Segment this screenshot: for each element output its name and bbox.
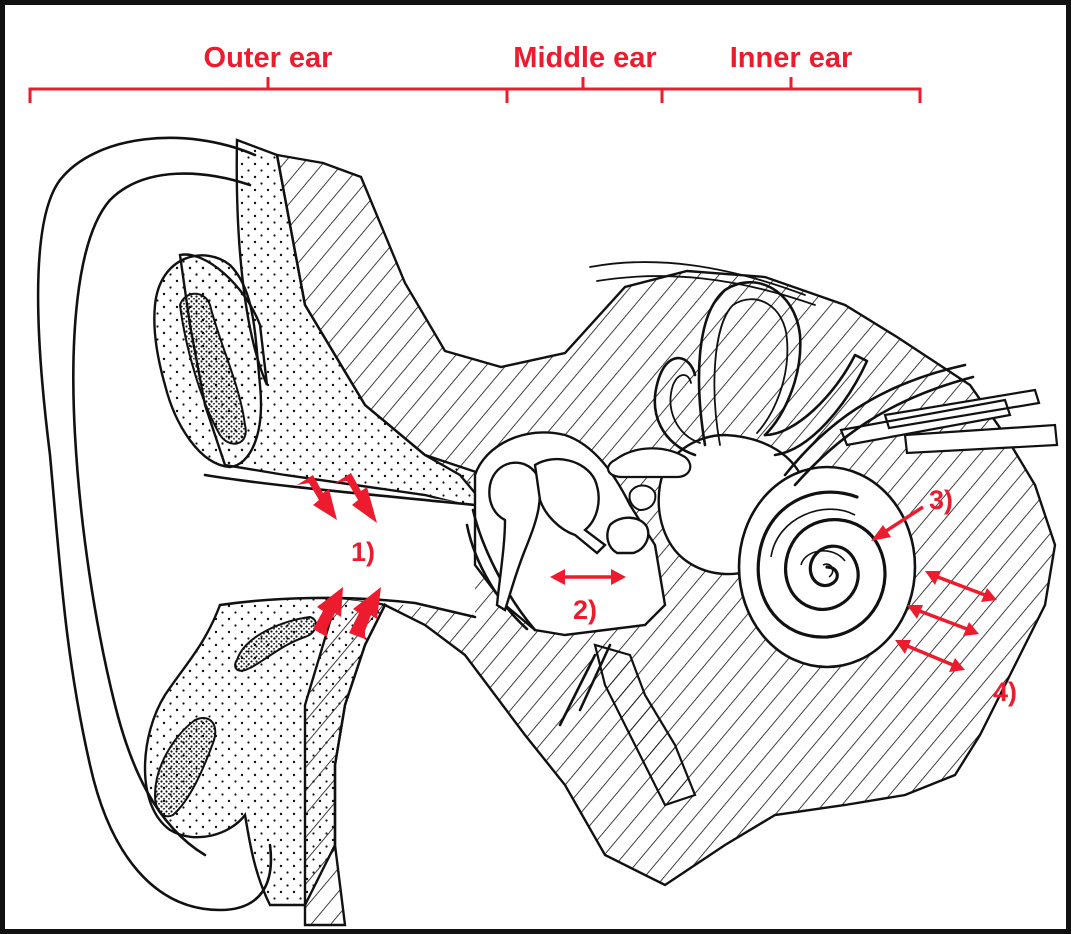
marker-4-arrows	[905, 576, 985, 665]
annotation-layer: 1) 2) 3) 4)	[5, 5, 1071, 934]
marker-2-label: 2)	[573, 595, 597, 625]
marker-3-arrow	[871, 507, 923, 541]
marker-1-label: 1)	[351, 537, 375, 567]
marker-3-label: 3)	[929, 485, 953, 515]
marker-2-arrow	[550, 569, 626, 585]
zigzag-arrow-bottom-right	[349, 587, 381, 639]
zigzag-arrow-bottom-left	[313, 587, 343, 637]
marker-4-label: 4)	[993, 677, 1017, 707]
zigzag-arrow-top-right	[335, 473, 377, 523]
zigzag-arrow-top-left	[297, 475, 337, 520]
